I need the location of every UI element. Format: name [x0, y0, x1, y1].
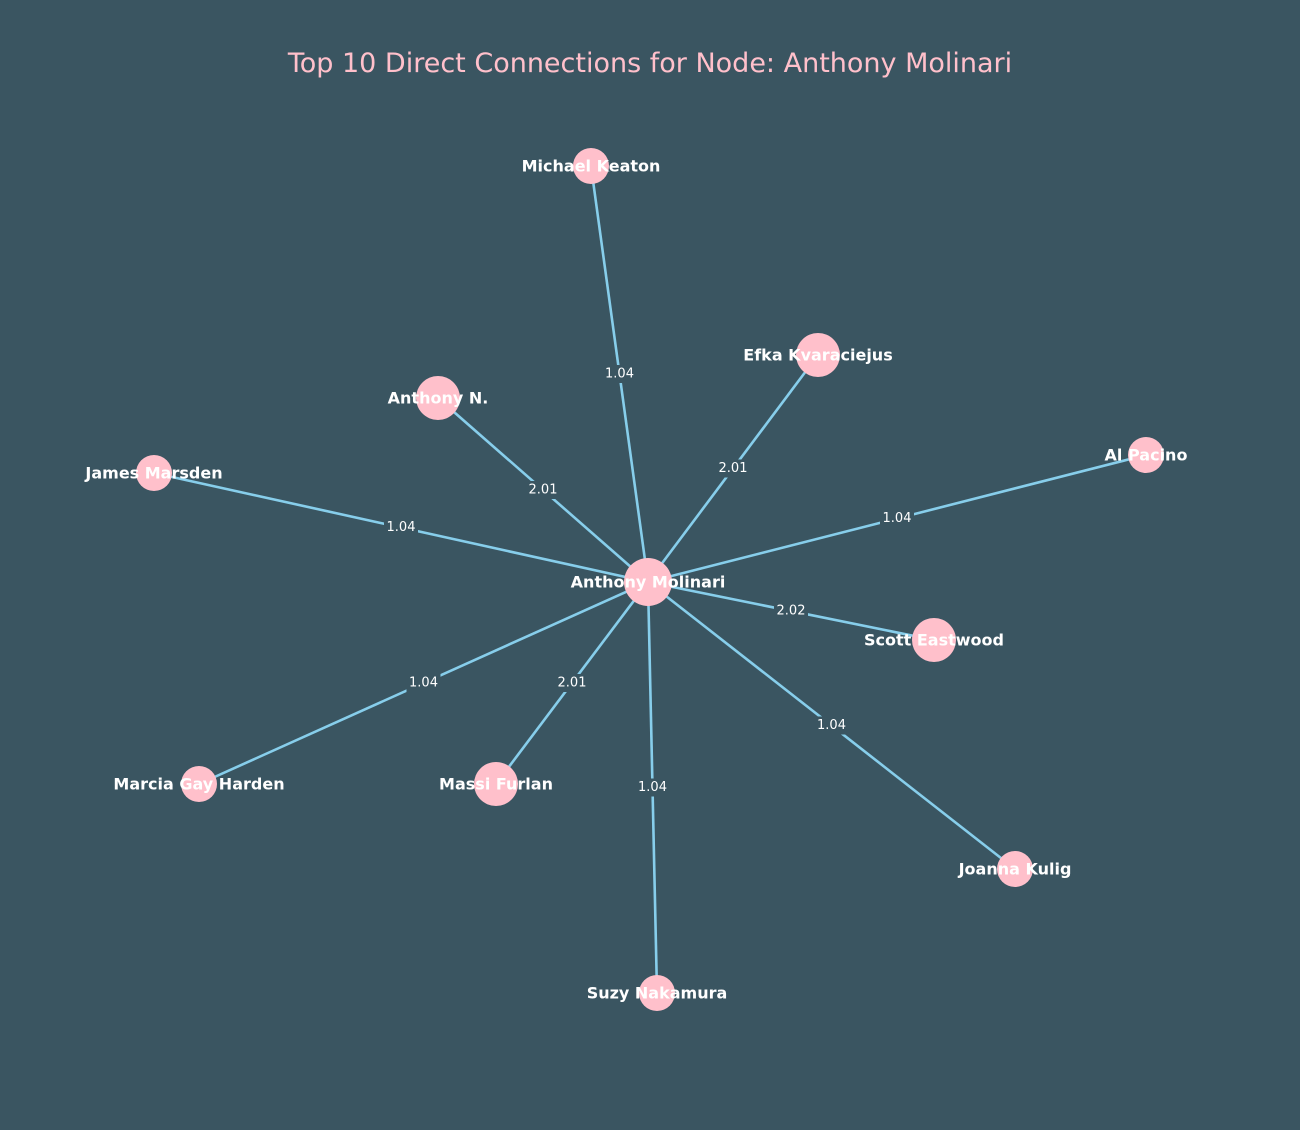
node-joanna-kulig	[997, 851, 1033, 887]
edge-labels-layer: 1.04 2.01 2.01 1.04 1.04 2.02 1.04 2.01 1.04 1.04	[384, 365, 914, 797]
edge-weight-label-group: 1.04	[406, 674, 441, 692]
edge-weight-label-group: 1.04	[602, 365, 637, 383]
edge-weight-label: 1.04	[817, 718, 846, 733]
edge-weight-label-background	[555, 674, 589, 692]
node-efka-kvaraciejus	[796, 333, 840, 377]
node-label-anthony-n: Anthony N.	[388, 389, 489, 408]
edge-weight-label-background	[526, 481, 560, 499]
edge-weight-label-background	[716, 459, 750, 478]
edge-weight-label: 1.04	[883, 511, 912, 526]
node-label-efka-kvaraciejus: Efka Kvaraciejus	[743, 346, 892, 365]
edge-weight-label: 1.04	[409, 676, 438, 691]
edge-weight-label-background	[774, 602, 808, 620]
node-label-suzy-nakamura: Suzy Nakamura	[587, 984, 728, 1003]
edge-weight-label: 1.04	[605, 367, 634, 382]
node-anthony-n	[416, 376, 460, 420]
node-label-james-marsden: James Marsden	[84, 464, 222, 483]
node-michael-keaton	[573, 148, 609, 184]
edge-weight-label-group: 1.04	[880, 509, 914, 528]
edge-weight-label-background	[880, 509, 914, 528]
edge-weight-label-group: 1.04	[814, 716, 849, 735]
node-anthony-molinari	[624, 558, 672, 606]
nodes-layer	[136, 148, 1164, 1011]
edge-weight-label-background	[406, 674, 441, 692]
edge-weight-label-background	[602, 365, 637, 383]
node-label-marcia-gay-harden: Marcia Gay Harden	[113, 775, 284, 794]
node-marcia-gay-harden	[181, 766, 217, 802]
edge-weight-label-group: 2.01	[555, 674, 589, 692]
node-james-marsden	[136, 455, 172, 491]
node-label-anthony-molinari: Anthony Molinari	[571, 573, 726, 592]
edge-weight-label: 2.01	[558, 676, 587, 691]
edge-weight-label: 1.04	[387, 520, 416, 535]
node-label-massi-furlan: Massi Furlan	[439, 775, 553, 794]
graph-title: Top 10 Direct Connections for Node: Anth…	[287, 48, 1012, 79]
edge-weight-label-group: 2.01	[526, 481, 560, 499]
edge-weight-label-group: 2.02	[774, 602, 808, 620]
edge-weight-label-background	[814, 716, 849, 735]
node-al-pacino	[1128, 437, 1164, 473]
node-massi-furlan	[474, 762, 518, 806]
edge-weight-label: 1.04	[638, 780, 667, 795]
edge-weight-label: 2.02	[777, 604, 806, 619]
node-label-al-pacino: Al Pacino	[1105, 446, 1188, 465]
edge-weight-label: 2.01	[719, 461, 748, 476]
edge-weight-label-group: 2.01	[716, 459, 750, 478]
node-label-scott-eastwood: Scott Eastwood	[864, 631, 1004, 650]
edge-weight-label-background	[635, 778, 670, 797]
edge-weight-label-group: 1.04	[635, 778, 670, 797]
node-suzy-nakamura	[639, 975, 675, 1011]
node-label-joanna-kulig: Joanna Kulig	[958, 860, 1072, 879]
edge-weight-label-background	[384, 518, 418, 537]
edge-weight-label-group: 1.04	[384, 518, 418, 537]
node-scott-eastwood	[912, 618, 956, 662]
edge-weight-label: 2.01	[529, 483, 558, 498]
node-label-michael-keaton: Michael Keaton	[522, 157, 661, 176]
